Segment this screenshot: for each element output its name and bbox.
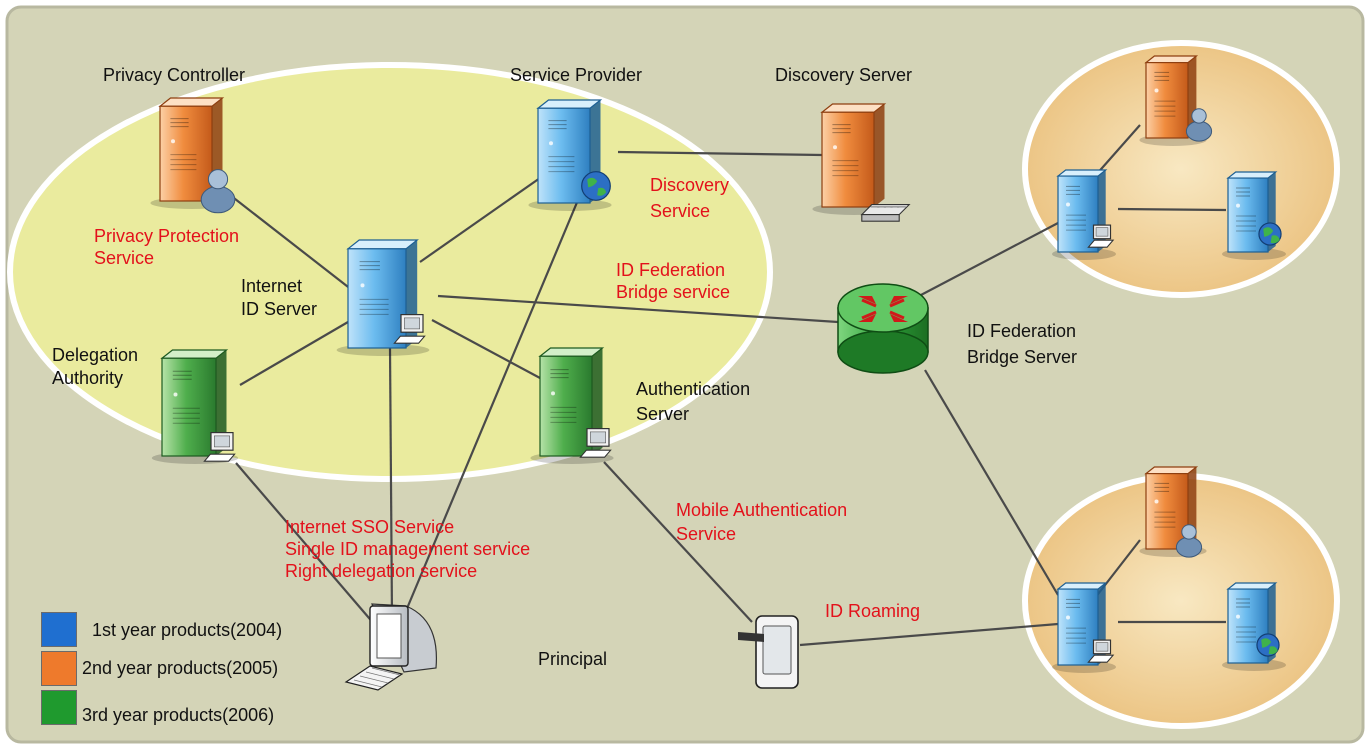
workstation-icon bbox=[1087, 639, 1115, 663]
link-privacy-internetid bbox=[229, 194, 353, 291]
authentication-server-label: Authentication Server bbox=[636, 379, 751, 424]
drive-icon bbox=[860, 204, 911, 222]
fed-top-blue-server-left bbox=[1052, 169, 1116, 260]
fed-bottom-orange-server bbox=[1139, 466, 1207, 558]
link-mobile-roaming bbox=[799, 622, 1059, 647]
legend-swatch-2004 bbox=[41, 612, 77, 647]
user-icon bbox=[1175, 524, 1203, 558]
link-mobile-authentication bbox=[603, 461, 753, 623]
fed-top-orange-server bbox=[1139, 55, 1213, 146]
globe-icon bbox=[581, 171, 611, 201]
principal-computer-icon bbox=[344, 603, 438, 691]
delegation-authority-server bbox=[151, 349, 239, 464]
fed-bottom-blue-server-right bbox=[1222, 582, 1286, 671]
service-provider-server bbox=[528, 99, 612, 211]
workstation-icon bbox=[1087, 224, 1115, 248]
legend-swatch-2006 bbox=[41, 690, 77, 725]
mobile-authentication-service-label: Mobile Authentication Service bbox=[676, 500, 848, 544]
bridge-router-icon bbox=[837, 283, 929, 374]
privacy-protection-service-label: Privacy Protection Service bbox=[94, 226, 240, 268]
id-roaming-label: ID Roaming bbox=[825, 601, 921, 621]
service-provider-label: Service Provider bbox=[510, 65, 643, 85]
principal-label: Principal bbox=[538, 649, 608, 669]
link-principal-serviceprovider bbox=[401, 199, 580, 619]
legend-label-2006: 3rd year products(2006) bbox=[82, 705, 275, 725]
link-fedtop-1 bbox=[1094, 124, 1141, 177]
link-authentication-internetid bbox=[431, 319, 541, 379]
workstation-icon bbox=[393, 314, 426, 344]
discovery-service-label: Discovery Service bbox=[650, 175, 730, 221]
fed-bottom-blue-server-left bbox=[1052, 582, 1116, 673]
workstation-icon bbox=[203, 432, 236, 462]
link-delegation-internetid bbox=[239, 321, 349, 386]
link-serviceprovider-internetid bbox=[419, 177, 541, 263]
fed-top-blue-server-right bbox=[1222, 171, 1286, 260]
link-bridge-federated-bottom bbox=[924, 369, 1059, 596]
globe-icon bbox=[1256, 633, 1280, 657]
link-fedtop-2 bbox=[1117, 207, 1227, 212]
authentication-server bbox=[530, 347, 614, 464]
legend-swatch-2005 bbox=[41, 651, 77, 686]
privacy-controller-label: Privacy Controller bbox=[103, 65, 246, 85]
workstation-icon bbox=[579, 428, 612, 458]
mobile-device-icon bbox=[738, 615, 799, 689]
privacy-controller-server bbox=[150, 97, 236, 214]
discovery-server-label: Discovery Server bbox=[775, 65, 913, 85]
internet-id-server-label: Internet ID Server bbox=[241, 276, 318, 319]
user-icon bbox=[1185, 108, 1213, 142]
id-federation-bridge-service-label: ID Federation Bridge service bbox=[616, 260, 731, 302]
discovery-server bbox=[812, 103, 911, 222]
link-principal-internetid bbox=[388, 347, 394, 619]
legend-label-2005: 2nd year products(2005) bbox=[82, 658, 279, 678]
globe-icon bbox=[1258, 222, 1282, 246]
link-internetid-bridge bbox=[437, 294, 839, 324]
internet-id-server bbox=[336, 239, 430, 356]
legend-label-2004: 1st year products(2004) bbox=[92, 620, 283, 640]
link-bridge-federated-top bbox=[899, 222, 1059, 307]
sso-services-label: Internet SSO Service Single ID managemen… bbox=[285, 517, 531, 581]
delegation-authority-label: Delegation Authority bbox=[52, 345, 139, 388]
user-icon bbox=[200, 169, 236, 214]
bridge-server-label: ID Federation Bridge Server bbox=[967, 321, 1078, 367]
link-principal-delegation bbox=[235, 462, 376, 626]
link-serviceprovider-discovery bbox=[617, 150, 823, 157]
